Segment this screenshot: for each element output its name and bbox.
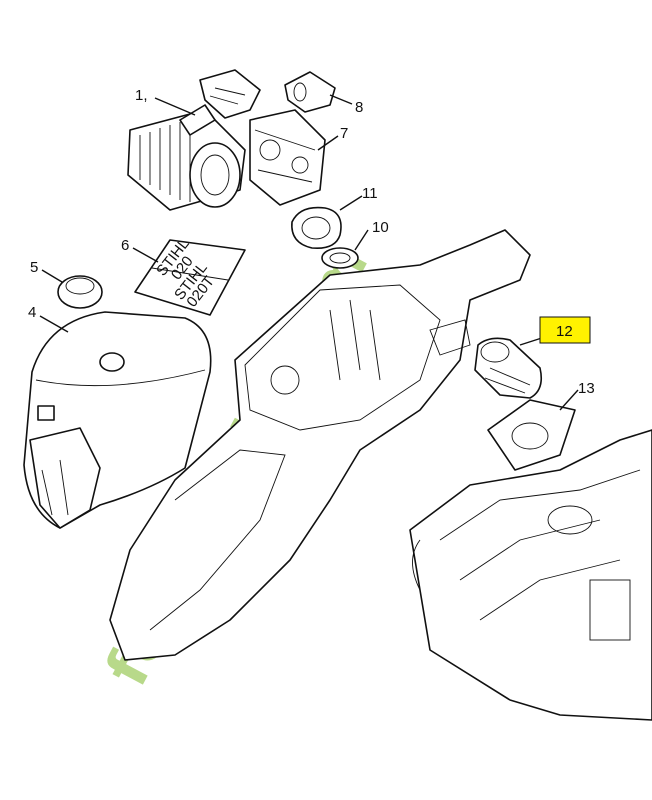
callout-10: 10 bbox=[372, 219, 389, 236]
callout-1: 1, bbox=[135, 87, 148, 104]
decal-part: STIHL 020 STIHL 020T bbox=[134, 235, 246, 316]
callout-6: 6 bbox=[121, 237, 129, 254]
callout-13: 13 bbox=[578, 380, 595, 397]
flange-part bbox=[487, 399, 576, 471]
callout-8: 8 bbox=[355, 99, 363, 116]
engine-block-part bbox=[409, 429, 652, 721]
connector-part bbox=[284, 71, 336, 113]
gasket-part bbox=[291, 206, 342, 250]
callout-5: 5 bbox=[30, 259, 38, 276]
filler-cap-part bbox=[57, 275, 103, 309]
filter-bracket-part bbox=[199, 69, 261, 119]
carburetor-part bbox=[249, 109, 326, 206]
air-filter-part bbox=[127, 104, 246, 211]
callout-11: 11 bbox=[362, 185, 378, 202]
highlight-box bbox=[539, 316, 591, 344]
intake-manifold-part bbox=[474, 337, 543, 399]
ring-part bbox=[321, 247, 359, 269]
shroud-cover-part bbox=[23, 311, 212, 529]
callout-7: 7 bbox=[340, 125, 348, 142]
callout-4: 4 bbox=[28, 304, 36, 321]
main-housing-part bbox=[109, 229, 531, 661]
callout-12: 12 bbox=[556, 323, 573, 340]
